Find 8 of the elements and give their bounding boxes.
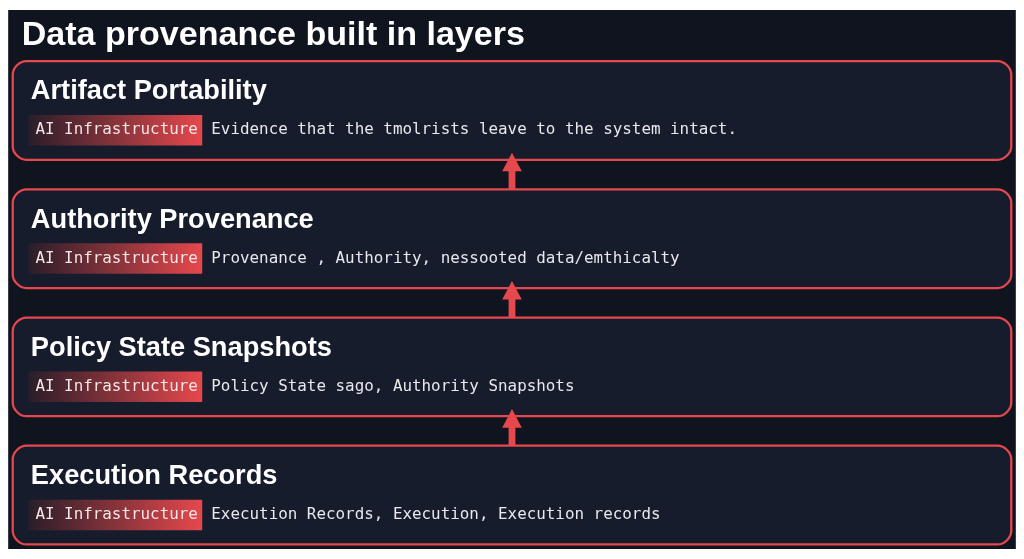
node-box: Policy State Snapshots AI Infrastructure Policy State sago, Authority Snapshots — [11, 316, 1013, 418]
node-box: Execution Records AI Infrastructure Execution Records, Execution, Execution records — [11, 444, 1013, 546]
diagram-title: Data provenance built in layers — [21, 14, 525, 53]
arrow — [502, 409, 522, 446]
arrow — [502, 152, 522, 190]
arrow — [502, 280, 522, 318]
node-box: Artifact Portability AI Infrastructure Evidence that the tmolrists leave to the system intact. — [11, 59, 1013, 161]
node-box: Authority Provenance AI Infrastructure Provenance , Authority, nessooted data/emthicalty — [11, 188, 1013, 290]
